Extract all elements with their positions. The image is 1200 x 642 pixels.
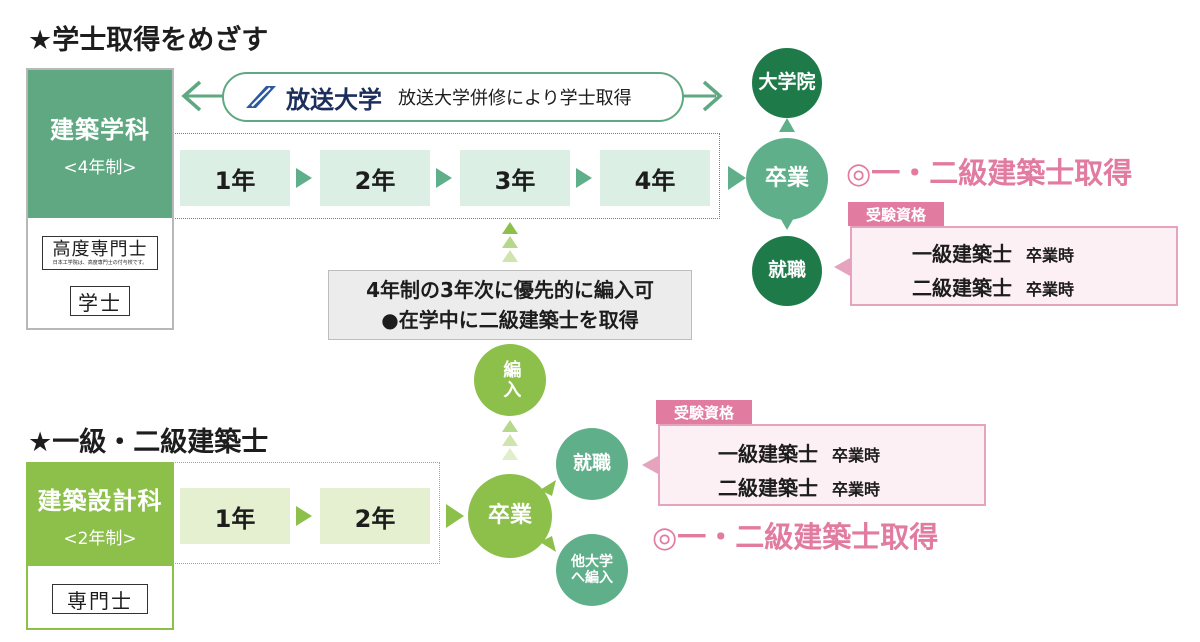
- degree-logo-title: 高度専門士: [52, 238, 148, 260]
- dept-duration: <4年制>: [63, 158, 137, 178]
- qualification-label: 受験資格: [848, 202, 944, 226]
- arrow-up-icon: [502, 250, 518, 262]
- qualification-title: 一級建築士: [912, 242, 1012, 266]
- year-4: 4年: [600, 150, 710, 206]
- other-university-circle: 他大学へ編入: [556, 534, 628, 606]
- qualification-box-2: [658, 424, 986, 506]
- qualification-title: 一級建築士: [718, 442, 818, 466]
- grad-school-circle: 大学院: [752, 48, 822, 118]
- partner-name: 放送大学: [286, 85, 382, 114]
- arrow-right-icon: [436, 168, 452, 188]
- dept-name: 建築学科: [50, 116, 150, 144]
- transfer-circle: 編入: [474, 344, 546, 416]
- note-line-2: ●在学中に二級建築士を取得: [381, 308, 639, 332]
- arrow-right-icon: [296, 506, 312, 526]
- transfer-note: 4年制の3年次に優先的に編入可 ●在学中に二級建築士を取得: [328, 270, 692, 340]
- year-1: 1年: [180, 150, 290, 206]
- degree-logo: 高度専門士 日本工学院は、高度専門士の付与校です。: [42, 236, 158, 270]
- arrow-right-icon: [728, 166, 746, 190]
- arrow-up-icon: [502, 420, 518, 432]
- partner-pill: 放送大学 放送大学併修により学士取得: [222, 72, 684, 122]
- year-3: 3年: [460, 150, 570, 206]
- qualification-title: 二級建築士: [718, 476, 818, 500]
- qualification-when: 卒業時: [832, 446, 881, 465]
- arrow-up-icon: [502, 448, 518, 460]
- qualification-row: 二級建築士卒業時: [912, 272, 1074, 301]
- dept-name-2: 建築設計科: [37, 487, 163, 515]
- year-2: 2年: [320, 488, 430, 544]
- pointer-left-icon: [834, 258, 850, 276]
- note-line-1: 4年制の3年次に優先的に編入可: [366, 278, 654, 302]
- pointer-left-icon: [642, 456, 658, 474]
- qualification-title: 二級建築士: [912, 276, 1012, 300]
- arrow-up-icon: [502, 434, 518, 446]
- dept-box: 建築学科 <4年制> 高度専門士 日本工学院は、高度専門士の付与校です。 学士: [26, 68, 174, 330]
- arrow-up-icon: [779, 118, 795, 132]
- degree-tag: 学士: [70, 286, 130, 316]
- degree-logo-caption: 日本工学院は、高度専門士の付与校です。: [52, 259, 148, 266]
- open-university-logo-icon: [246, 86, 276, 108]
- qualification-box: [850, 226, 1178, 306]
- qualification-when: 卒業時: [1026, 246, 1075, 265]
- dept-duration-2: <2年制>: [63, 529, 137, 549]
- year-2: 2年: [320, 150, 430, 206]
- dept-header-2: 建築設計科 <2年制>: [28, 464, 172, 566]
- employment-circle: 就職: [752, 236, 822, 306]
- result-text: ◎一・二級建築士取得: [846, 156, 1133, 190]
- arrow-right-icon: [446, 504, 464, 528]
- arrow-up-icon: [502, 222, 518, 234]
- transfer-label: 編入: [500, 360, 522, 400]
- dept-box-2: 建築設計科 <2年制> 専門士: [26, 462, 174, 630]
- qualification-row: 一級建築士卒業時: [718, 438, 880, 467]
- other-university-label: 他大学へ編入: [571, 553, 613, 586]
- qualification-row: 二級建築士卒業時: [718, 472, 880, 501]
- arrow-right-icon: [296, 168, 312, 188]
- qualification-when: 卒業時: [1026, 280, 1075, 299]
- arrow-right-icon: [576, 168, 592, 188]
- dept-header: 建築学科 <4年制>: [28, 70, 172, 218]
- result-text-2: ◎一・二級建築士取得: [652, 520, 939, 554]
- qualification-row: 一級建築士卒業時: [912, 238, 1074, 267]
- graduation-circle-2: 卒業: [468, 474, 552, 558]
- employment-circle-2: 就職: [556, 428, 628, 500]
- qualification-when: 卒業時: [832, 480, 881, 499]
- section2-heading: ★一級・二級建築士: [28, 427, 269, 458]
- graduation-circle: 卒業: [746, 138, 828, 220]
- partner-description: 放送大学併修により学士取得: [398, 88, 632, 109]
- arrow-up-icon: [502, 236, 518, 248]
- degree-tag-2: 専門士: [52, 584, 148, 614]
- qualification-label-2: 受験資格: [656, 400, 752, 424]
- year-1: 1年: [180, 488, 290, 544]
- section1-heading: ★学士取得をめざす: [28, 25, 269, 56]
